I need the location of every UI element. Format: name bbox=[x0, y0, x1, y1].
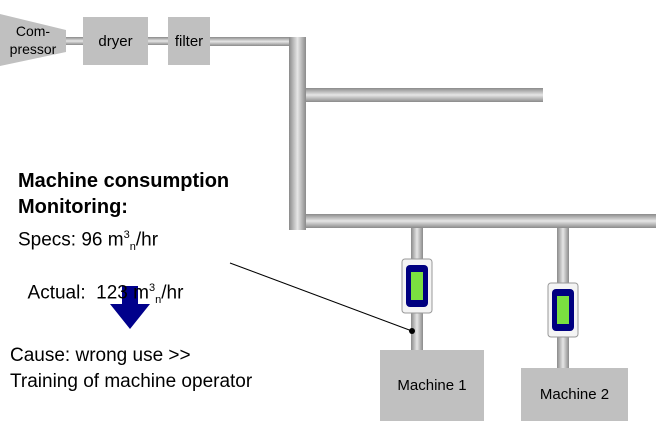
heading-line-1: Machine consumption bbox=[18, 170, 230, 192]
dryer-box: dryer bbox=[83, 17, 148, 65]
specs-sup: 3 bbox=[123, 229, 130, 241]
pipe-dryer-filter bbox=[148, 37, 168, 45]
compressor: Com- pressor bbox=[0, 14, 66, 66]
specs-unit: /hr bbox=[135, 229, 159, 251]
monitoring-heading: Machine consumption Monitoring: bbox=[18, 168, 229, 220]
pipe-compressor-dryer bbox=[66, 37, 83, 45]
actual-sub: n bbox=[155, 294, 162, 307]
actual-sup: 3 bbox=[148, 282, 156, 294]
filter-label: filter bbox=[174, 32, 204, 50]
specs-line: Specs: 96 m3n/hr bbox=[18, 223, 158, 259]
compressor-shape bbox=[0, 14, 66, 66]
action-text: Training of machine operator bbox=[10, 371, 253, 392]
down-arrow-icon bbox=[110, 286, 150, 329]
heading-line-2: Monitoring: bbox=[18, 196, 128, 218]
main-pipe-horizontal bbox=[210, 37, 306, 46]
flow-meter-machine1 bbox=[401, 258, 433, 314]
machine-1-label: Machine 1 bbox=[397, 377, 467, 394]
leader-line-endpoint bbox=[409, 328, 415, 334]
main-pipe-vertical bbox=[289, 37, 306, 230]
machine-2-label: Machine 2 bbox=[539, 386, 610, 403]
conclusion-block: Cause: wrong use >> Training of machine … bbox=[10, 343, 252, 395]
actual-line: Actual: 123 m3n/hr bbox=[18, 252, 184, 312]
actual-label: Actual: 123 m bbox=[27, 282, 149, 304]
branch-pipe-lower bbox=[306, 214, 656, 228]
cause-text: Cause: wrong use >> bbox=[10, 345, 191, 366]
machine-1-box: Machine 1 bbox=[380, 350, 484, 421]
flow-meter-machine2 bbox=[547, 282, 579, 338]
dryer-label: dryer bbox=[98, 32, 133, 50]
specs-label: Specs: 96 m bbox=[18, 229, 124, 251]
specs-sub: n bbox=[129, 241, 136, 254]
leader-line bbox=[229, 262, 413, 332]
machine-2-box: Machine 2 bbox=[521, 368, 628, 421]
compressor-label: Com- pressor bbox=[9, 23, 57, 57]
filter-box: filter bbox=[168, 17, 210, 65]
branch-pipe-upper bbox=[306, 88, 543, 102]
actual-unit: /hr bbox=[161, 282, 184, 304]
